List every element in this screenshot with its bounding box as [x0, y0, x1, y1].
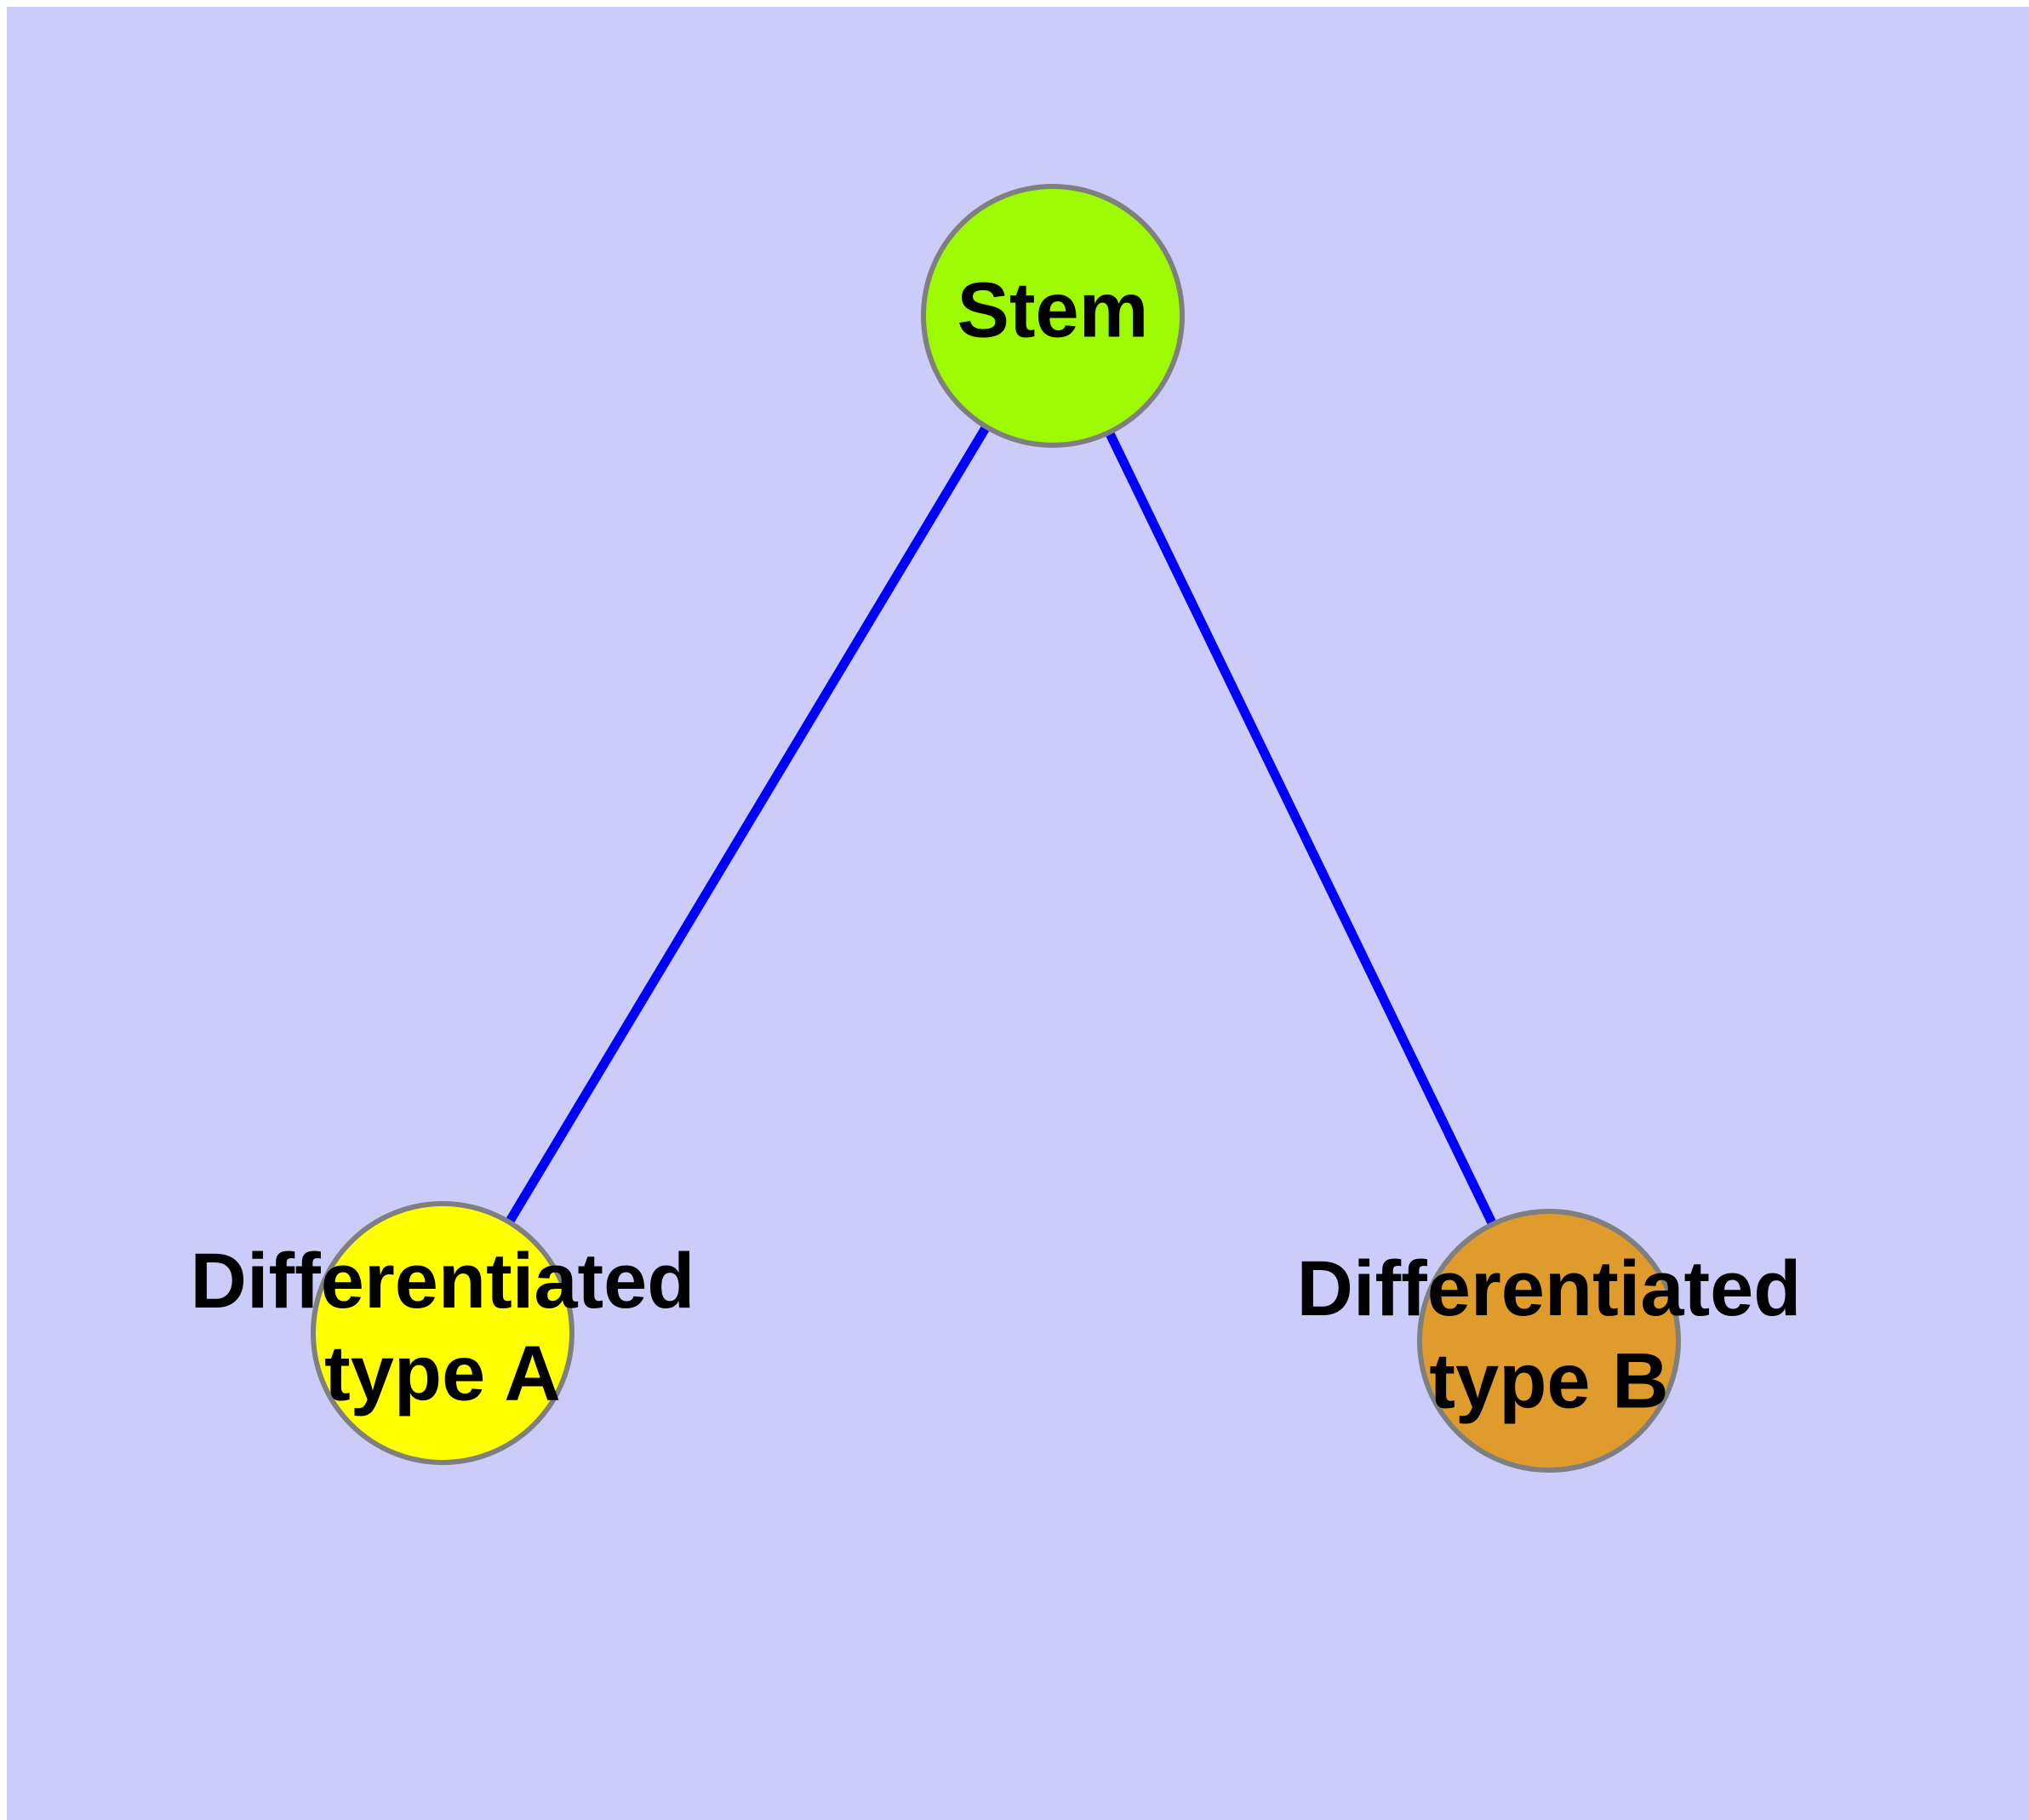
node-differentiated-type-a-label-line2: type A	[324, 1331, 561, 1417]
node-differentiated-type-a-label-line1: Differentiated	[191, 1238, 695, 1325]
label-layer: Stem Differentiated type A Differentiate…	[191, 266, 1802, 1424]
edge-stem-to-differentiated-type-b[interactable]	[1101, 424, 1500, 1233]
node-layer	[311, 184, 1681, 1473]
node-differentiated-type-a-circle[interactable]	[311, 1201, 574, 1465]
node-differentiated-type-b-label-line2: type B	[1429, 1338, 1668, 1425]
node-stem-circle[interactable]	[921, 184, 1185, 448]
node-differentiated-type-b-circle[interactable]	[1417, 1209, 1681, 1473]
node-differentiated-type-b-label-line1: Differentiated	[1297, 1245, 1802, 1332]
edge-stem-to-differentiated-type-a[interactable]	[501, 418, 994, 1231]
node-stem-label-line1: Stem	[957, 266, 1149, 353]
edge-layer	[501, 418, 1500, 1233]
